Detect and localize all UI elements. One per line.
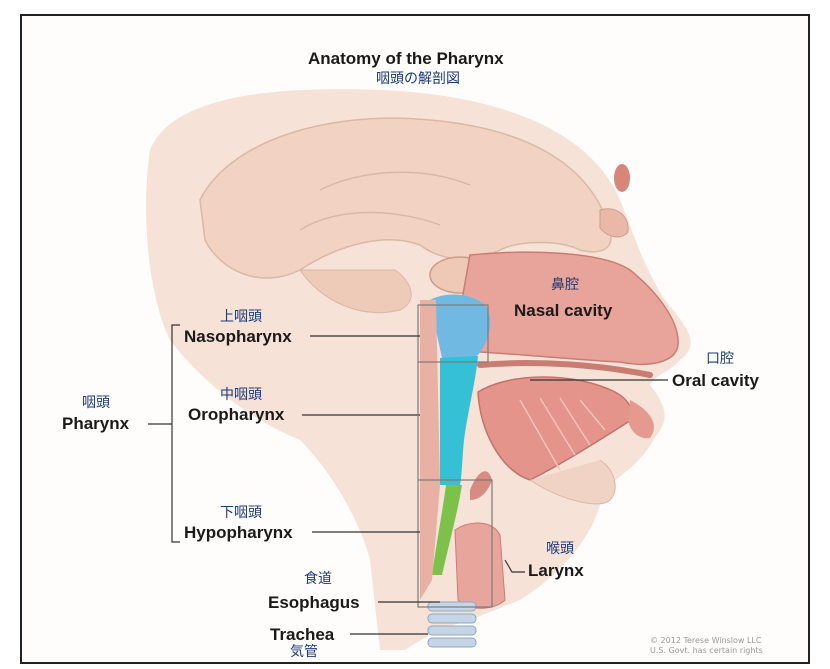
copyright-line2: U.S. Govt. has certain rights — [650, 646, 763, 656]
copyright: © 2012 Terese Winslow LLC U.S. Govt. has… — [650, 636, 763, 655]
oropharynx-en: Oropharynx — [188, 406, 284, 423]
hypopharynx-jp: 下咽頭 — [220, 506, 262, 520]
frontal-sinus — [614, 164, 630, 192]
trachea-en: Trachea — [270, 626, 334, 643]
oropharynx-jp: 中咽頭 — [220, 388, 262, 402]
oral-cavity-jp: 口腔 — [706, 352, 734, 366]
trachea-jp: 気管 — [290, 645, 318, 659]
larynx-en: Larynx — [528, 562, 584, 579]
pharynx-en: Pharynx — [62, 415, 129, 432]
nasopharynx-jp: 上咽頭 — [220, 310, 262, 324]
oral-cavity-en: Oral cavity — [672, 372, 759, 389]
nasal-cavity-en: Nasal cavity — [514, 302, 612, 319]
esophagus-jp: 食道 — [304, 572, 332, 586]
pharynx-jp: 咽頭 — [82, 396, 110, 410]
larynx-jp: 喉頭 — [546, 542, 574, 556]
copyright-line1: © 2012 Terese Winslow LLC — [650, 636, 763, 646]
hypopharynx-en: Hypopharynx — [184, 524, 293, 541]
title-jp: 咽頭の解剖図 — [376, 72, 460, 86]
pharynx-bracket — [172, 325, 180, 542]
larynx-shape — [455, 523, 505, 608]
title-en: Anatomy of the Pharynx — [308, 50, 504, 67]
nasal-cavity-jp: 鼻腔 — [551, 278, 579, 292]
esophagus-en: Esophagus — [268, 594, 360, 611]
nasopharynx-en: Nasopharynx — [184, 328, 292, 345]
